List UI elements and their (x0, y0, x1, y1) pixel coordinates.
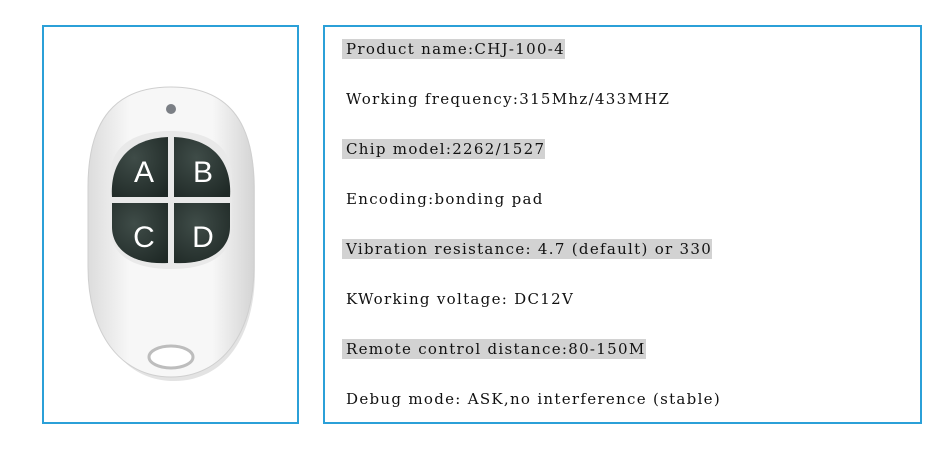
remote-button-d-label: D (192, 221, 214, 254)
remote-button-c-label: C (133, 221, 155, 254)
remote-control-image: A B C D (87, 86, 255, 381)
spec-chip-model: Chip model:2262/1527 (342, 139, 546, 159)
remote-button-a: A (111, 137, 168, 197)
spec-remote-distance: Remote control distance:80-150M (342, 339, 646, 359)
remote-button-d: D (174, 203, 230, 264)
product-image-panel: A B C D (42, 25, 299, 424)
led-indicator (166, 104, 176, 114)
spec-encoding: Encoding:bonding pad (346, 190, 544, 208)
spec-product-name: Product name:CHJ-100-4 (342, 39, 565, 59)
remote-button-b-label: B (193, 156, 213, 189)
keyring-hole (147, 344, 195, 370)
spec-working-voltage: KWorking voltage: DC12V (346, 290, 575, 308)
spec-working-frequency: Working frequency:315Mhz/433MHZ (346, 90, 671, 108)
remote-button-c: C (112, 203, 168, 264)
remote-button-b: B (174, 137, 231, 197)
spec-vibration-resistance: Vibration resistance: 4.7 (default) or 3… (342, 239, 713, 259)
spec-debug-mode: Debug mode: ASK,no interference (stable) (346, 390, 721, 408)
remote-button-a-label: A (134, 156, 154, 189)
spec-panel: Product name:CHJ-100-4 Working frequency… (323, 25, 922, 424)
